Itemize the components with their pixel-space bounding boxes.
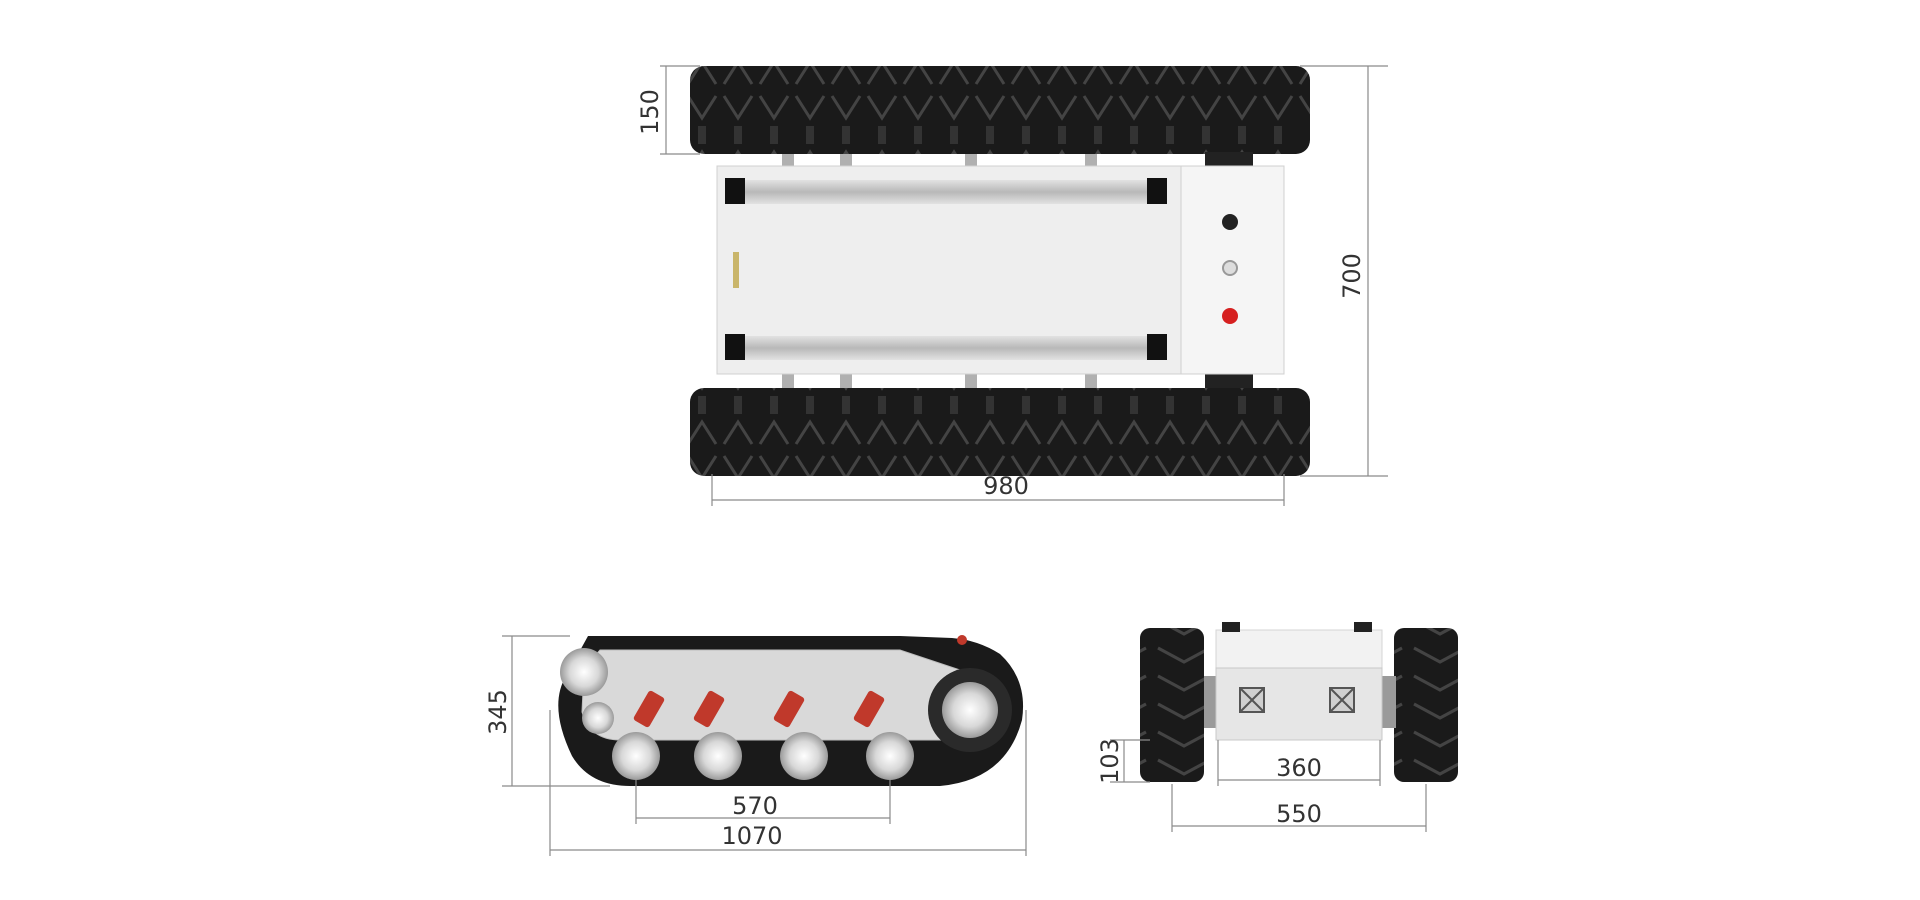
dim-label-980: 980 bbox=[983, 472, 1029, 500]
fan-vent-icon bbox=[1239, 687, 1355, 713]
dim-label-700: 700 bbox=[1338, 253, 1366, 299]
dim-label-345: 345 bbox=[484, 689, 512, 735]
top-rail-lower bbox=[727, 336, 1163, 360]
dim-label-550: 550 bbox=[1276, 800, 1322, 828]
dim-top-track-width: 150 bbox=[636, 65, 700, 155]
dim-label-103: 103 bbox=[1096, 738, 1124, 784]
top-track-lower bbox=[690, 388, 1310, 476]
front-track-left bbox=[1140, 628, 1204, 782]
dim-label-1070: 1070 bbox=[721, 822, 782, 850]
top-view: 150 700 980 bbox=[636, 65, 1388, 506]
front-chassis-top bbox=[1215, 629, 1383, 675]
dim-label-150: 150 bbox=[636, 89, 664, 135]
motor-mount-lower bbox=[1205, 374, 1253, 388]
rail-clamps bbox=[725, 178, 1167, 360]
dim-front-outer-width: 550 bbox=[1171, 784, 1427, 832]
front-axle-housing-right bbox=[1380, 676, 1396, 728]
dim-front-inner-width: 360 bbox=[1217, 740, 1381, 786]
dim-side-overall-length: 1070 bbox=[549, 710, 1027, 856]
side-suspension-springs bbox=[633, 690, 885, 728]
dim-side-height: 345 bbox=[484, 635, 610, 787]
side-frame bbox=[581, 649, 961, 741]
black-knob-icon bbox=[1222, 214, 1238, 230]
front-mount-left bbox=[1222, 622, 1240, 632]
front-track-right bbox=[1394, 628, 1458, 782]
front-mount-right bbox=[1354, 622, 1372, 632]
top-rail-upper bbox=[727, 180, 1163, 204]
dim-side-wheelbase: 570 bbox=[635, 780, 891, 824]
dim-top-overall-width: 700 bbox=[1300, 65, 1388, 477]
side-red-knob bbox=[957, 635, 967, 645]
side-view: 345 570 1070 bbox=[484, 635, 1027, 856]
connector-strip bbox=[733, 252, 739, 288]
top-track-upper bbox=[690, 66, 1310, 154]
dim-label-360: 360 bbox=[1276, 754, 1322, 782]
side-drive-sprocket bbox=[928, 668, 1012, 752]
silver-switch-icon bbox=[1222, 260, 1238, 276]
front-view: 103 360 550 bbox=[1096, 622, 1458, 832]
red-button-icon bbox=[1222, 308, 1238, 324]
motor-mount-upper bbox=[1205, 152, 1253, 166]
dim-top-overall-length: 980 bbox=[711, 472, 1285, 506]
dim-front-ground-clearance: 103 bbox=[1096, 738, 1150, 784]
dim-label-570: 570 bbox=[732, 792, 778, 820]
side-road-wheels bbox=[560, 648, 914, 780]
